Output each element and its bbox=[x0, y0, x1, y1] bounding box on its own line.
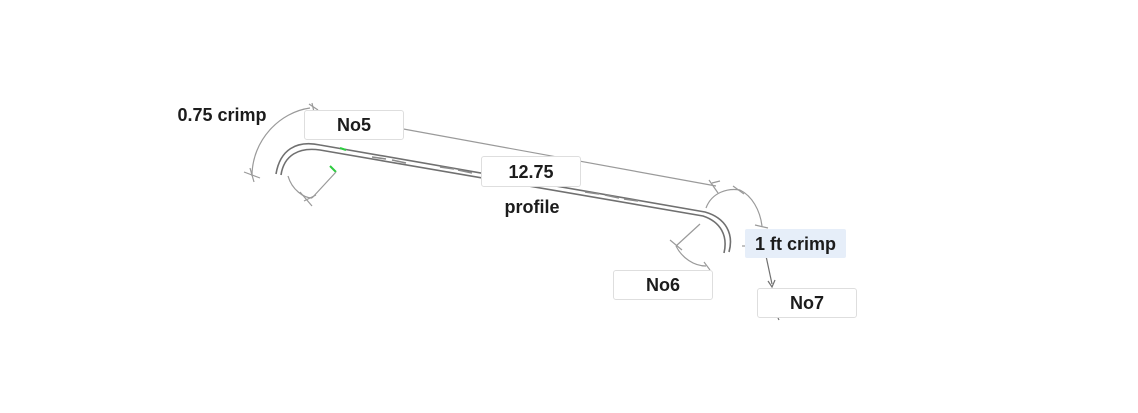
right-crimp-label[interactable]: 1 ft crimp bbox=[745, 229, 846, 258]
point-label-no7[interactable]: No7 bbox=[757, 288, 857, 318]
highlight-mark bbox=[329, 147, 347, 173]
leader-line bbox=[765, 255, 780, 321]
profile-label[interactable]: profile bbox=[496, 197, 568, 217]
length-label[interactable]: 12.75 bbox=[481, 156, 581, 187]
left-crimp-dimension[interactable] bbox=[243, 102, 319, 183]
left-crimp-label[interactable]: 0.75 crimp bbox=[172, 104, 272, 126]
left-angle-dimension[interactable] bbox=[287, 171, 337, 207]
point-label-no6[interactable]: No6 bbox=[613, 270, 713, 300]
right-angle-dimension[interactable] bbox=[669, 223, 711, 271]
centerline bbox=[371, 156, 639, 202]
point-label-no5[interactable]: No5 bbox=[304, 110, 404, 140]
